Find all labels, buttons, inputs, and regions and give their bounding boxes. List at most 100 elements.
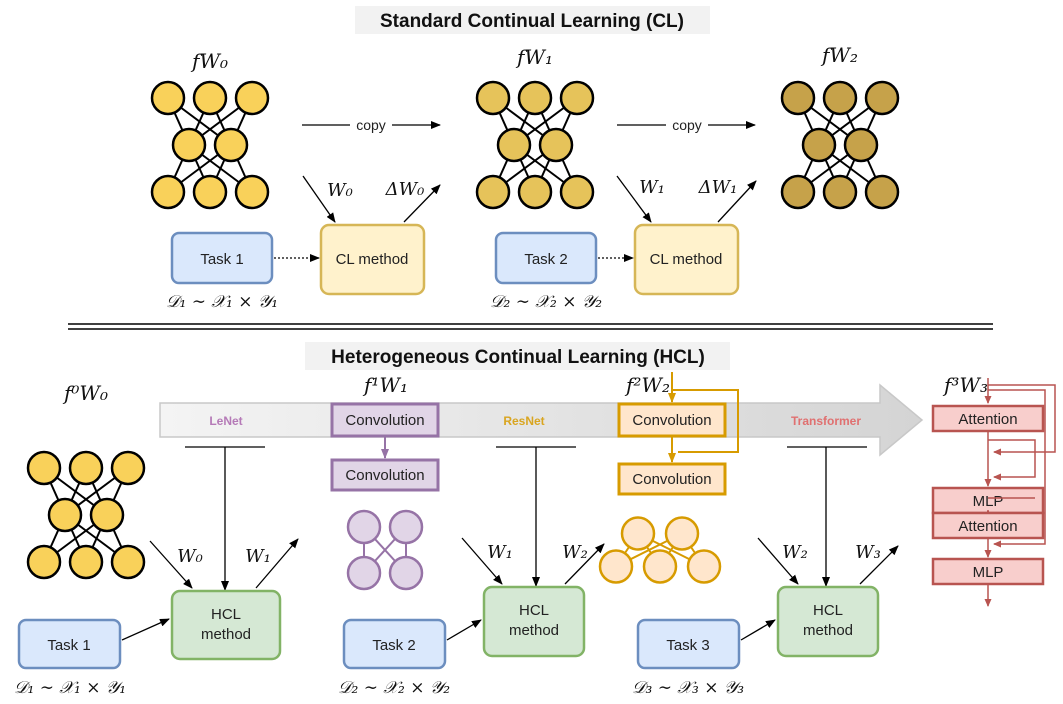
hcl-model-label-1: f¹W₁ (362, 373, 408, 397)
hcl1-conv-2-label: Convolution (345, 467, 424, 484)
cl-w-in-arrow-1 (302, 175, 336, 223)
network-node (642, 549, 678, 584)
hcl-task-to-method-2 (446, 619, 482, 641)
cl-method-2-label: CL method (650, 251, 723, 268)
cl-w-in-label-1: W₀ (327, 180, 353, 201)
network-node (620, 516, 656, 551)
network-node (110, 450, 146, 486)
network-node (234, 174, 270, 210)
network-node (213, 127, 249, 163)
hcl-task-3-box (636, 618, 741, 670)
cl-task-1-box (170, 231, 274, 285)
network-node (234, 80, 270, 116)
hcl-task-to-method-1 (121, 618, 170, 641)
network-node (780, 174, 816, 210)
network-node (559, 80, 595, 116)
copy-label-1: copy (356, 117, 386, 133)
cl-model-label-0: fW₀ (190, 49, 228, 73)
hcl1-conv-2-box (330, 458, 440, 492)
hcl-model-label-0: f⁰W₀ (62, 381, 108, 405)
network-node (864, 80, 900, 116)
network-node (68, 450, 104, 486)
network-node (346, 509, 382, 545)
hcl2-conv-2-label: Convolution (632, 471, 711, 488)
network-node (538, 127, 574, 163)
cl-method-1-label: CL method (336, 251, 409, 268)
hcl-w-in-label-1: W₀ (177, 546, 203, 567)
network-node (388, 555, 424, 591)
hcl-model-label-2: f²W₂ (624, 373, 670, 397)
cl-dataset-2: 𝒟₂ ∼ 𝒳₂ × 𝒴₂ (490, 292, 602, 312)
network-node (68, 544, 104, 580)
cl-method-1-box (319, 223, 426, 296)
hcl-method-2-line1: HCL (519, 602, 549, 619)
cl-dw-out-label-2: ΔW₁ (698, 177, 738, 198)
cl-dw-out-arrow-2 (717, 180, 757, 223)
hcl-method-1-box (170, 589, 282, 661)
bottom-title-bg (305, 342, 730, 370)
network-node (475, 174, 511, 210)
cl-network-1 (475, 80, 595, 210)
hcl-method-2-box (482, 585, 586, 658)
network-node (150, 80, 186, 116)
network-node (192, 80, 228, 116)
hcl-w-in-arrow-2 (461, 537, 503, 585)
hcl-w-out-label-3: W₃ (855, 542, 881, 563)
hcl-method-1-line2: method (201, 626, 251, 643)
network-node (110, 544, 146, 580)
cl-model-label-2: fW₂ (820, 43, 858, 67)
hcl-w-out-arrow-1 (255, 538, 299, 589)
hcl-w-out-label-1: W₁ (245, 546, 271, 567)
network-node (47, 497, 83, 533)
copy-label-2: copy (672, 117, 702, 133)
network-node (801, 127, 837, 163)
cl-network-0 (150, 80, 270, 210)
hcl-network-1 (346, 509, 424, 591)
hcl-method-3-line1: HCL (813, 602, 843, 619)
network-node (517, 80, 553, 116)
hcl-network-0 (26, 450, 146, 580)
network-node (388, 509, 424, 545)
hcl-model-label-3: f³W₃ (942, 373, 988, 397)
network-node (26, 450, 62, 486)
hcl-task-3-label: Task 3 (666, 637, 709, 654)
network-node (89, 497, 125, 533)
network-node (780, 80, 816, 116)
cl-dw-out-arrow-1 (403, 184, 441, 223)
copy-label-bg-1 (350, 117, 392, 133)
network-node (171, 127, 207, 163)
cl-network-2 (780, 80, 900, 210)
network-node (496, 127, 532, 163)
network-node (192, 174, 228, 210)
hcl1-conv-1-label: Convolution (345, 412, 424, 429)
cl-w-in-label-2: W₁ (639, 177, 665, 198)
hcl-w-out-arrow-3 (859, 545, 899, 585)
hcl-network-2 (598, 516, 722, 584)
cl-method-2-box (633, 223, 740, 296)
hcl-dataset-1: 𝒟₁ ∼ 𝒳₁ × 𝒴₁ (14, 678, 126, 698)
hcl3-skip-inner-1 (988, 439, 1036, 481)
hcl3-skip-outer-2 (988, 389, 1046, 548)
hcl-w-in-arrow-1 (149, 540, 193, 589)
cl-task-2-label: Task 2 (524, 251, 567, 268)
cl-task-2-box (494, 231, 598, 285)
hcl-task-to-method-3 (740, 619, 776, 641)
network-node (150, 174, 186, 210)
hcl-dataset-2: 𝒟₂ ∼ 𝒳₂ × 𝒴₂ (338, 678, 450, 698)
hcl3-skip-outer-1 (988, 384, 1056, 456)
cl-dw-out-label-1: ΔW₀ (385, 179, 425, 200)
hcl-w-in-label-2: W₁ (487, 542, 513, 563)
top-title-bg (355, 6, 710, 34)
hcl-dataset-3: 𝒟₃ ∼ 𝒳₃ × 𝒴₃ (632, 678, 744, 698)
hcl-method-1-line1: HCL (211, 606, 241, 623)
hcl-w-out-label-2: W₂ (562, 542, 588, 563)
hcl1-conv-1-box (330, 402, 440, 438)
hcl3-attention-2-box (931, 511, 1045, 540)
hcl3-attention-1-label: Attention (958, 411, 1017, 428)
hcl-method-2-line2: method (509, 622, 559, 639)
network-node (26, 544, 62, 580)
hcl3-mlp-1-label: MLP (973, 493, 1004, 510)
hcl3-mlp-2-label: MLP (973, 564, 1004, 581)
hcl2-conv-2-box (617, 462, 727, 496)
